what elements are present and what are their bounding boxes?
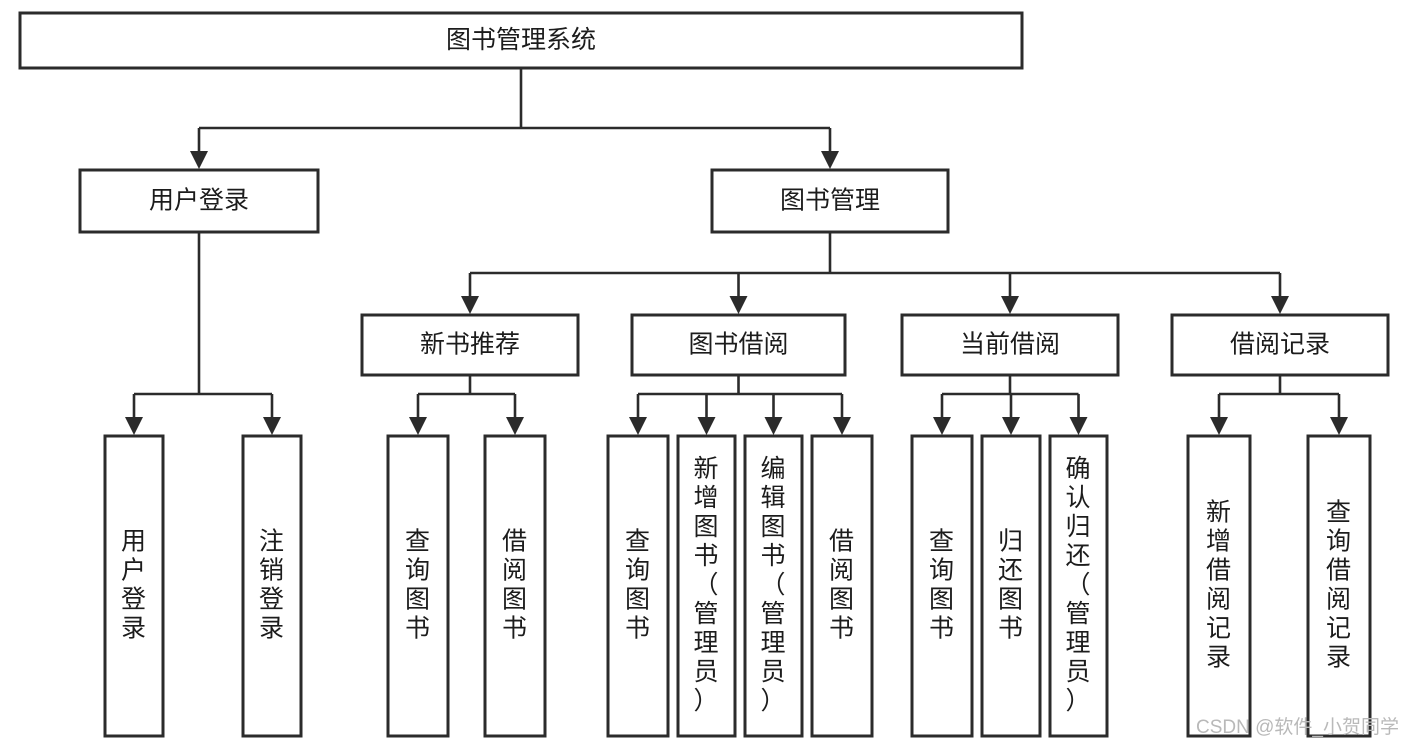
edge-arrow-icon	[1271, 296, 1289, 314]
node-book-manage-label: 图书管理	[780, 187, 880, 215]
edge-group-book-borrow	[629, 375, 851, 435]
node-borrow-record[interactable]: 借阅记录	[1170, 313, 1390, 377]
nodes-layer: 图书管理系统用户登录图书管理新书推荐图书借阅当前借阅借阅记录用户登录注销登录查询…	[18, 11, 1390, 738]
edge-group-user-login	[125, 232, 281, 435]
node-leaf-query-book-2[interactable]: 查询图书	[606, 434, 670, 738]
node-new-book-rec-box[interactable]	[360, 313, 580, 377]
node-leaf-query-book-2-label: 查询图书	[625, 527, 651, 642]
node-current-borrow[interactable]: 当前借阅	[900, 313, 1120, 377]
node-leaf-borrow-book-1-label: 借阅图书	[502, 527, 528, 642]
node-leaf-borrow-book-2-box[interactable]	[810, 434, 874, 738]
node-root[interactable]: 图书管理系统	[18, 11, 1024, 70]
node-root-box[interactable]	[18, 11, 1024, 70]
node-leaf-return-book-label: 归还图书	[998, 527, 1024, 642]
node-book-manage[interactable]: 图书管理	[710, 168, 950, 234]
node-leaf-borrow-book-1-box[interactable]	[483, 434, 547, 738]
node-leaf-return-book-box[interactable]	[980, 434, 1042, 738]
node-book-manage-box[interactable]	[710, 168, 950, 234]
node-leaf-confirm-return-box[interactable]	[1048, 434, 1109, 738]
node-current-borrow-label: 当前借阅	[960, 331, 1060, 359]
node-borrow-record-box[interactable]	[1170, 313, 1390, 377]
node-leaf-query-record-box[interactable]	[1306, 434, 1372, 738]
node-leaf-borrow-book-1[interactable]: 借阅图书	[483, 434, 547, 738]
csdn-watermark: CSDN @软件_小贺同学	[1196, 716, 1399, 738]
edge-arrow-icon	[933, 417, 951, 435]
node-leaf-edit-book-label: 编辑图书（管理员）	[760, 455, 786, 715]
edge-arrow-icon	[1330, 417, 1348, 435]
node-leaf-query-book-1[interactable]: 查询图书	[386, 434, 450, 738]
edge-arrow-icon	[729, 296, 748, 314]
edge-arrow-icon	[833, 417, 851, 435]
node-leaf-borrow-book-2-label: 借阅图书	[829, 527, 855, 642]
node-leaf-add-book-label: 新增图书（管理员）	[693, 455, 719, 715]
node-book-borrow-box[interactable]	[630, 313, 847, 377]
node-leaf-query-book-3-label: 查询图书	[929, 527, 955, 642]
edge-group-root	[190, 68, 839, 169]
node-leaf-user-login-label: 用户登录	[121, 527, 147, 642]
edge-group-book-manage	[461, 232, 1289, 314]
edge-arrow-icon	[1001, 296, 1019, 314]
edge-arrow-icon	[190, 151, 208, 169]
edge-group-current-borrow	[933, 375, 1088, 435]
edge-arrow-icon	[1069, 417, 1088, 435]
edge-arrow-icon	[263, 417, 281, 435]
edge-arrow-icon	[506, 417, 524, 435]
node-leaf-edit-book[interactable]: 编辑图书（管理员）	[743, 434, 804, 738]
node-leaf-edit-book-box[interactable]	[743, 434, 804, 738]
node-leaf-query-record[interactable]: 查询借阅记录	[1306, 434, 1372, 738]
node-leaf-add-record-box[interactable]	[1186, 434, 1252, 738]
node-leaf-return-book[interactable]: 归还图书	[980, 434, 1042, 738]
edge-arrow-icon	[461, 296, 479, 314]
node-borrow-record-label: 借阅记录	[1230, 331, 1330, 359]
edge-arrow-icon	[821, 151, 839, 169]
node-new-book-rec-label: 新书推荐	[420, 331, 520, 359]
node-leaf-query-book-1-label: 查询图书	[405, 527, 431, 642]
edge-group-borrow-record	[1210, 375, 1348, 435]
node-leaf-add-book[interactable]: 新增图书（管理员）	[676, 434, 737, 738]
edge-arrow-icon	[1002, 417, 1020, 435]
edge-arrow-icon	[1210, 417, 1228, 435]
node-leaf-user-login[interactable]: 用户登录	[103, 434, 165, 738]
node-leaf-query-book-2-box[interactable]	[606, 434, 670, 738]
node-leaf-query-book-3-box[interactable]	[910, 434, 974, 738]
node-current-borrow-box[interactable]	[900, 313, 1120, 377]
node-book-borrow[interactable]: 图书借阅	[630, 313, 847, 377]
node-leaf-query-book-3[interactable]: 查询图书	[910, 434, 974, 738]
edge-arrow-icon	[697, 417, 716, 435]
node-book-borrow-label: 图书借阅	[688, 331, 788, 359]
node-new-book-rec[interactable]: 新书推荐	[360, 313, 580, 377]
node-leaf-logout-label: 注销登录	[259, 527, 285, 642]
edge-arrow-icon	[629, 417, 647, 435]
edge-arrow-icon	[409, 417, 427, 435]
node-leaf-logout-box[interactable]	[241, 434, 303, 738]
node-user-login-label: 用户登录	[149, 187, 249, 215]
node-leaf-confirm-return[interactable]: 确认归还（管理员）	[1048, 434, 1109, 738]
node-leaf-query-book-1-box[interactable]	[386, 434, 450, 738]
node-user-login-box[interactable]	[78, 168, 320, 234]
node-leaf-user-login-box[interactable]	[103, 434, 165, 738]
node-leaf-borrow-book-2[interactable]: 借阅图书	[810, 434, 874, 738]
node-user-login[interactable]: 用户登录	[78, 168, 320, 234]
node-leaf-query-record-label: 查询借阅记录	[1326, 498, 1352, 671]
edge-group-new-book-rec	[409, 375, 524, 435]
node-leaf-add-record[interactable]: 新增借阅记录	[1186, 434, 1252, 738]
node-root-label: 图书管理系统	[446, 26, 596, 54]
node-leaf-confirm-return-label: 确认归还（管理员）	[1065, 455, 1091, 715]
edge-arrow-icon	[764, 417, 783, 435]
node-leaf-add-record-label: 新增借阅记录	[1206, 498, 1232, 671]
edge-arrow-icon	[125, 417, 143, 435]
node-leaf-add-book-box[interactable]	[676, 434, 737, 738]
node-leaf-logout[interactable]: 注销登录	[241, 434, 303, 738]
edges-layer	[125, 68, 1348, 435]
